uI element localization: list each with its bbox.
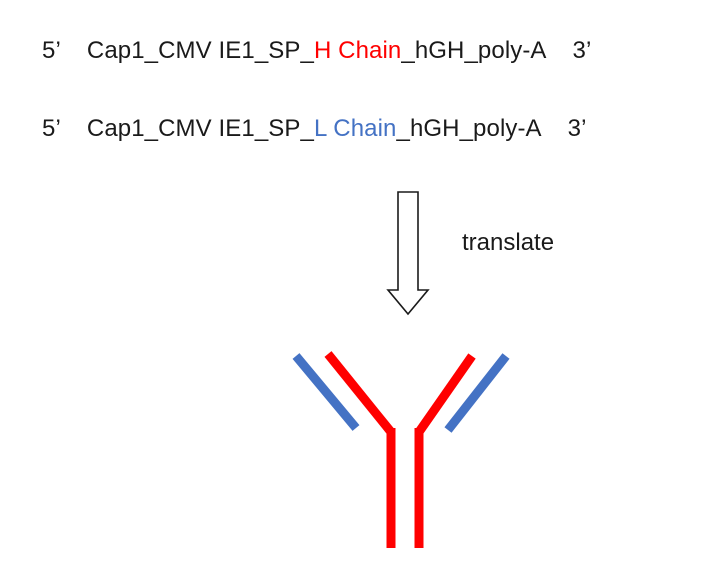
light-chain-construct: 5’ Cap1_CMV IE1_SP_L Chain_hGH_poly-A 3’	[42, 114, 587, 144]
construct-prefix: Cap1_CMV IE1_SP_	[86, 37, 314, 64]
heavy-chain-arm-right	[415, 353, 476, 435]
construct-prefix: Cap1_CMV IE1_SP_	[86, 115, 314, 142]
translate-label: translate	[462, 229, 555, 256]
heavy-chain-label: H Chain	[313, 37, 402, 64]
light-chain-left	[292, 353, 360, 431]
antibody-icon	[292, 351, 510, 548]
heavy-chain-arm-left	[324, 351, 395, 435]
construct-suffix: _hGH_poly-A	[396, 115, 542, 142]
construct-suffix: _hGH_poly-A	[401, 37, 547, 64]
down-arrow-icon	[386, 191, 430, 316]
light-chain-label: L Chain	[313, 115, 397, 142]
five-prime-label: 5’	[42, 37, 61, 64]
three-prime-label: 3’	[572, 37, 592, 64]
five-prime-label: 5’	[42, 115, 61, 142]
light-chain-right	[444, 353, 510, 433]
three-prime-label: 3’	[567, 115, 587, 142]
heavy-chain-construct: 5’ Cap1_CMV IE1_SP_H Chain_hGH_poly-A 3’	[42, 36, 591, 66]
